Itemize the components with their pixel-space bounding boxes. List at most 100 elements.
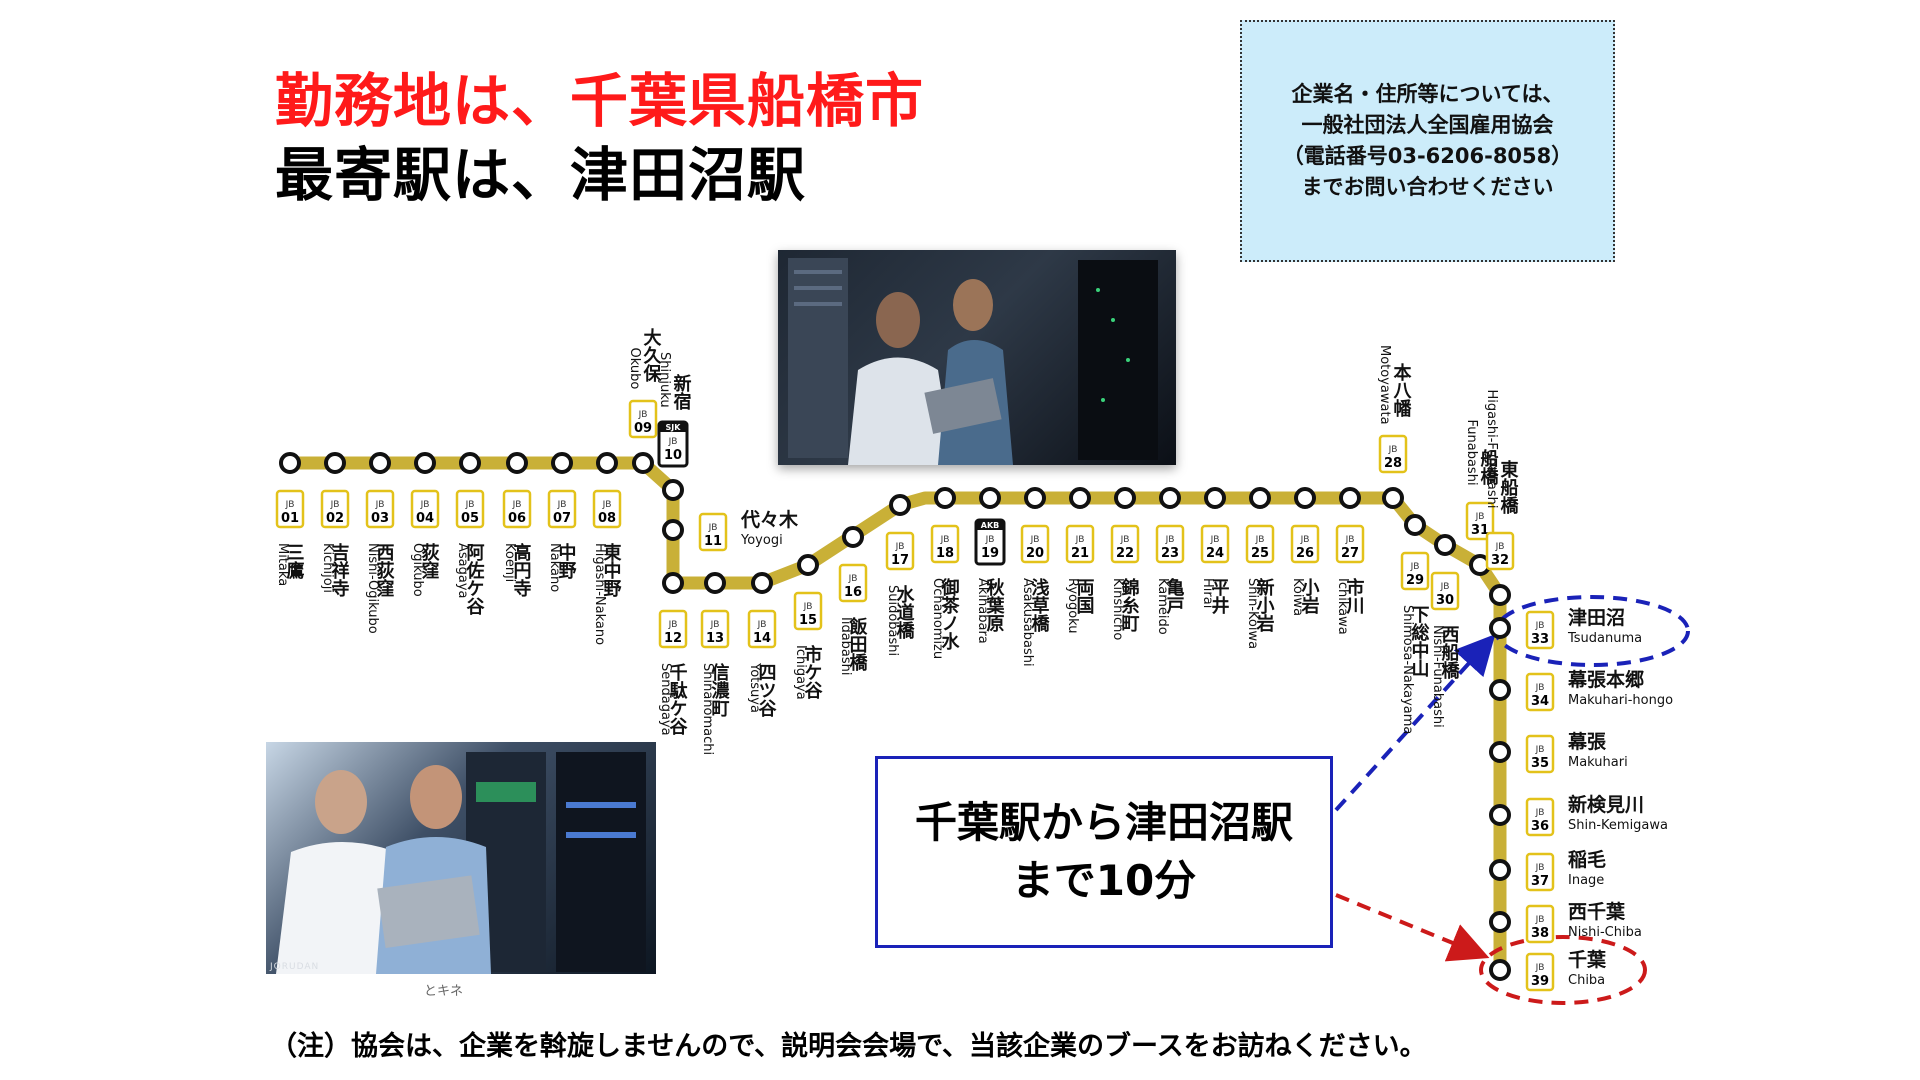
- station-line-code: JB: [420, 500, 430, 510]
- station-line-code: JB: [1535, 745, 1545, 755]
- station-name-ja: 津田沼: [1568, 606, 1625, 629]
- station-line-code: JB: [668, 437, 678, 447]
- station-line-code: JB: [1345, 535, 1355, 545]
- station-name-en: Tsudanuma: [1567, 631, 1642, 646]
- station-badge-frame: [1065, 524, 1095, 564]
- station-name-en: Shimosa-Nakayama: [1400, 605, 1415, 734]
- station-node-04: [414, 452, 436, 474]
- station-name-ja: 幕張本郷: [1567, 668, 1644, 691]
- station-node-28: [1382, 487, 1404, 509]
- station-line-code: JB: [557, 500, 567, 510]
- station-number: 26: [1296, 546, 1314, 561]
- station-number: 06: [508, 511, 526, 526]
- station-name-ja: 新宿: [671, 373, 692, 411]
- station-line-code: JB: [375, 500, 385, 510]
- station-badge-frame: [1378, 434, 1408, 474]
- station-node-18: [934, 487, 956, 509]
- station-number: 37: [1531, 874, 1549, 889]
- station-node-06: [506, 452, 528, 474]
- station-node-27: [1339, 487, 1361, 509]
- travel-time-line-1: 千葉駅から津田沼駅: [914, 798, 1293, 847]
- station-name-en: Asakusabashi: [1020, 578, 1035, 667]
- station-node-12: [662, 572, 684, 594]
- station-special-code: SJK: [666, 423, 682, 432]
- station-name-en: Akihabara: [975, 578, 990, 644]
- station-number: 23: [1161, 546, 1179, 561]
- stations-layer: JB01三鷹MitakaJB02吉祥寺KichijojiJB03西荻窪Nishi…: [275, 327, 1673, 992]
- station-name-ja: 水道橋: [894, 584, 915, 640]
- station-line-code: JB: [330, 500, 340, 510]
- station-node-33: [1489, 617, 1511, 639]
- station-name-ja: 荻窪: [419, 542, 440, 580]
- station-line-code: JB: [1535, 683, 1545, 693]
- station-name-ja: 市川: [1344, 577, 1366, 615]
- station-node-21: [1069, 487, 1091, 509]
- station-name-en: Kameido: [1155, 578, 1170, 635]
- station-name-ja: 西荻窪: [374, 543, 395, 598]
- station-badge-frame: [1290, 524, 1320, 564]
- station-name-en: Nakano: [547, 543, 562, 592]
- station-node-05: [459, 452, 481, 474]
- station-name-ja: 下総中山: [1409, 605, 1430, 678]
- station-name-ja: 幕張: [1567, 731, 1607, 753]
- station-node-02: [324, 452, 346, 474]
- station-number: 01: [281, 511, 299, 526]
- station-node-19: [979, 487, 1001, 509]
- station-line-code: JB: [1165, 535, 1175, 545]
- station-node-36: [1489, 804, 1511, 826]
- station-node-22: [1114, 487, 1136, 509]
- station-number: 25: [1251, 546, 1269, 561]
- station-number: 04: [416, 511, 434, 526]
- station-node-03: [369, 452, 391, 474]
- station-line-code: JB: [1475, 512, 1485, 522]
- station-name-ja: 中野: [556, 542, 577, 580]
- station-number: 33: [1531, 632, 1549, 647]
- station-node-38: [1489, 911, 1511, 933]
- station-number: 14: [753, 631, 771, 646]
- station-name-en: Shinanomachi: [700, 663, 715, 755]
- station-line-code: JB: [1410, 562, 1420, 572]
- station-line-code: JB: [1535, 808, 1545, 818]
- station-badge-frame: [1525, 734, 1555, 774]
- station-badge-frame: [320, 489, 350, 529]
- station-line-code: JB: [1388, 445, 1398, 455]
- contact-line: 企業名・住所等については、: [1291, 82, 1564, 106]
- station-line-code: JB: [1255, 535, 1265, 545]
- station-line-code: JB: [710, 620, 720, 630]
- station-name-en: Sendagaya: [658, 663, 673, 736]
- station-line-code: JB: [1210, 535, 1220, 545]
- station-number: 18: [936, 546, 954, 561]
- station-name-en: Ichikawa: [1335, 578, 1350, 635]
- station-name-en: Okubo: [627, 348, 642, 390]
- station-number: 15: [799, 613, 817, 628]
- station-node-20: [1024, 487, 1046, 509]
- station-name-en: Nishi-Funabashi: [1430, 625, 1445, 728]
- station-line-code: JB: [803, 602, 813, 612]
- station-badge-special-header: [659, 422, 687, 432]
- station-line-code: JB: [638, 410, 648, 420]
- station-badge-frame: [1525, 852, 1555, 892]
- station-name-en: Ryogoku: [1065, 578, 1080, 634]
- station-badge-frame: [1020, 524, 1050, 564]
- station-node-23: [1159, 487, 1181, 509]
- station-line-code: JB: [1495, 542, 1505, 552]
- station-name-ja: 両国: [1074, 578, 1095, 615]
- station-badge-frame: [1245, 524, 1275, 564]
- station-name-en: Ochanomizu: [930, 578, 945, 659]
- station-number: 02: [326, 511, 344, 526]
- station-name-ja: 西千葉: [1568, 901, 1626, 923]
- station-number: 12: [664, 631, 682, 646]
